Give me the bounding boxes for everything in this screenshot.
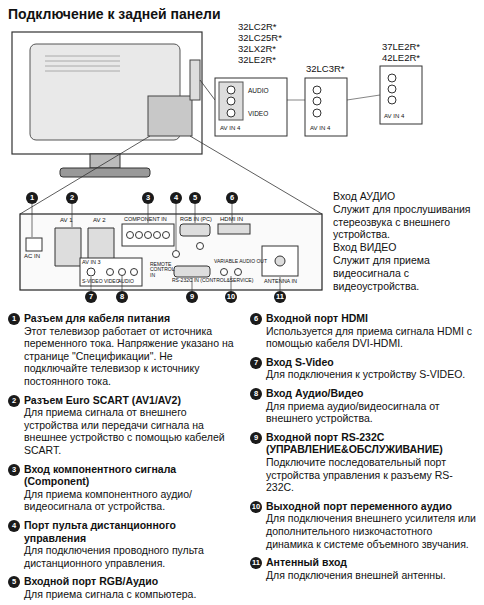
model-name: 32LC25R* — [238, 33, 282, 44]
item-text: Порт пульта дистанционного управленияДля… — [24, 519, 236, 569]
item-body: Используется для приема сигнала HDMI с п… — [266, 325, 480, 350]
list-item: 5 Входной порт RGB/АудиоДля приема сигнал… — [8, 575, 236, 600]
list-item: 7 Вход S-VideoДля подключения к устройств… — [250, 356, 480, 381]
callout-number: 8 — [116, 291, 128, 303]
jack-label: VARIABLE AUDIO OUT — [214, 259, 267, 265]
note-text: Служит для прослушивания стереозвука с в… — [333, 203, 481, 241]
item-body: Подключите последовательный порт устройс… — [266, 456, 480, 494]
model-name: 32LE2R* — [238, 55, 276, 66]
callout-number: 3 — [142, 192, 154, 204]
list-item: 11 Антенный входДля подключения внешней а… — [250, 556, 480, 581]
item-text: Разъем Euro SCART (AV1/AV2)Для приема си… — [24, 394, 236, 457]
item-body: Этот телевизор работает от источника пер… — [24, 325, 236, 388]
jack-label: VIDEO — [104, 279, 120, 285]
item-text: Выходной порт переменного аудиоДля подкл… — [266, 500, 480, 550]
item-text: Входной порт RS-232C (УПРАВЛЕНИЕ&ОБСЛУЖИ… — [266, 431, 480, 494]
callout-number: 9 — [186, 291, 198, 303]
item-heading: Входной порт RGB/Аудио — [24, 575, 236, 588]
item-text: Разъем для кабеля питанияЭтот телевизор … — [24, 312, 236, 388]
item-body: Для приема компонентного аудио/видеосигн… — [24, 488, 236, 513]
jack-label: AV 2 — [93, 217, 106, 224]
callout-number: 4 — [170, 192, 182, 204]
list-number: 11 — [250, 557, 262, 569]
list-item: 9 Входной порт RS-232C (УПРАВЛЕНИЕ&ОБСЛУЖ… — [250, 431, 480, 494]
item-heading: Разъем Euro SCART (AV1/AV2) — [24, 394, 236, 407]
list-number: 3 — [8, 464, 20, 476]
item-text: Входной порт RGB/АудиоДля приема сигнала… — [24, 575, 236, 600]
jack-label: AUDIO — [118, 279, 134, 285]
item-text: Вход Аудио/ВидеоДля приема аудио/видеоси… — [266, 387, 480, 425]
item-heading: Выходной порт переменного аудио — [266, 500, 480, 513]
item-body: Для приема сигнала от внешнего устройств… — [24, 406, 236, 456]
jack-label: AC IN — [24, 253, 40, 260]
list-number: 7 — [250, 357, 262, 369]
item-heading: Разъем для кабеля питания — [24, 312, 236, 325]
note-text: Служит для приема видеосигнала с видеоус… — [333, 254, 481, 292]
jack-label: AV IN 4 — [220, 125, 240, 132]
item-body: Для подключения к устройству S-VIDEO. — [266, 368, 480, 381]
jack-label: REMOTE CONTROL IN — [150, 262, 174, 278]
item-text: Входной порт HDMIИспользуется для приема… — [266, 312, 480, 350]
model-name: 32LC2R* — [238, 22, 277, 33]
item-body: Для приема сигнала с компьютера. — [24, 588, 236, 601]
note-heading: Вход АУДИО — [333, 190, 481, 203]
list-item: 1 Разъем для кабеля питанияЭтот телевизор… — [8, 312, 236, 388]
item-heading: Вход Аудио/Видео — [266, 387, 480, 400]
jack-label: RGB IN (PC) — [180, 216, 212, 222]
list-item: 8 Вход Аудио/ВидеоДля приема аудио/видеос… — [250, 387, 480, 425]
list-item: 6 Входной порт HDMIИспользуется для прием… — [250, 312, 480, 350]
jack-label: AV IN 3 — [82, 259, 101, 265]
model-name: 32LX2R* — [238, 44, 276, 55]
list-number: 5 — [8, 576, 20, 588]
callout-number: 10 — [225, 291, 237, 303]
model-name: 32LC3R* — [306, 64, 345, 75]
model-name: 37LE2R* — [382, 42, 420, 53]
callout-number: 2 — [66, 192, 78, 204]
model-name: 42LE2R* — [382, 53, 420, 64]
list-item: 2 Разъем Euro SCART (AV1/AV2)Для приема с… — [8, 394, 236, 457]
note-heading: Вход ВИДЕО — [333, 241, 481, 254]
jack-label: AUDIO — [248, 87, 269, 94]
list-item: 10 Выходной порт переменного аудиоДля под… — [250, 500, 480, 550]
callout-number: 11 — [274, 291, 286, 303]
jack-label: AV IN 4 — [384, 113, 404, 120]
item-heading: Антенный вход — [266, 556, 480, 569]
item-heading: Входной порт RS-232C (УПРАВЛЕНИЕ&ОБСЛУЖИ… — [266, 431, 480, 456]
item-text: Вход компонентного сигнала (Component)Дл… — [24, 463, 236, 513]
jack-label: S-VIDEO — [82, 279, 103, 285]
list-number: 9 — [250, 432, 262, 444]
list-number: 10 — [250, 501, 262, 513]
list-number: 8 — [250, 388, 262, 400]
list-item: 4 Порт пульта дистанционного управленияДл… — [8, 519, 236, 569]
jack-label: AV 1 — [60, 217, 73, 224]
item-text: Антенный входДля подключения внешней ант… — [266, 556, 480, 581]
list-number: 1 — [8, 313, 20, 325]
jack-label: HDMI IN — [220, 216, 243, 223]
list-item: 3 Вход компонентного сигнала (Component)Д… — [8, 463, 236, 513]
side-note: Вход АУДИОСлужит для прослушивания стере… — [333, 190, 481, 292]
jack-label: VIDEO — [248, 110, 268, 117]
callout-number: 1 — [26, 192, 38, 204]
list-number: 6 — [250, 313, 262, 325]
item-body: Для подключения внешнего усилителя или д… — [266, 512, 480, 550]
jack-label: ANTENNA IN — [264, 278, 297, 284]
item-heading: Вход компонентного сигнала (Component) — [24, 463, 236, 488]
item-heading: Порт пульта дистанционного управления — [24, 519, 236, 544]
jack-label: COMPONENT IN — [124, 216, 167, 222]
item-body: Для подключения проводного пульта дистан… — [24, 544, 236, 569]
list-number: 2 — [8, 395, 20, 407]
callout-number: 7 — [85, 291, 97, 303]
jack-label: AV IN 4 — [310, 125, 330, 132]
list-number: 4 — [8, 520, 20, 532]
item-body: Для приема аудио/видеосигнала от внешнег… — [266, 400, 480, 425]
item-heading: Входной порт HDMI — [266, 312, 480, 325]
item-text: Вход S-VideoДля подключения к устройству… — [266, 356, 480, 381]
page-title: Подключение к задней панели — [8, 6, 221, 22]
item-heading: Вход S-Video — [266, 356, 480, 369]
callout-number: 6 — [226, 192, 238, 204]
item-body: Для подключения внешней антенны. — [266, 569, 480, 582]
jack-label: RS-232C IN (CONTROL&SERVICE) — [172, 278, 253, 284]
callout-number: 5 — [189, 192, 201, 204]
